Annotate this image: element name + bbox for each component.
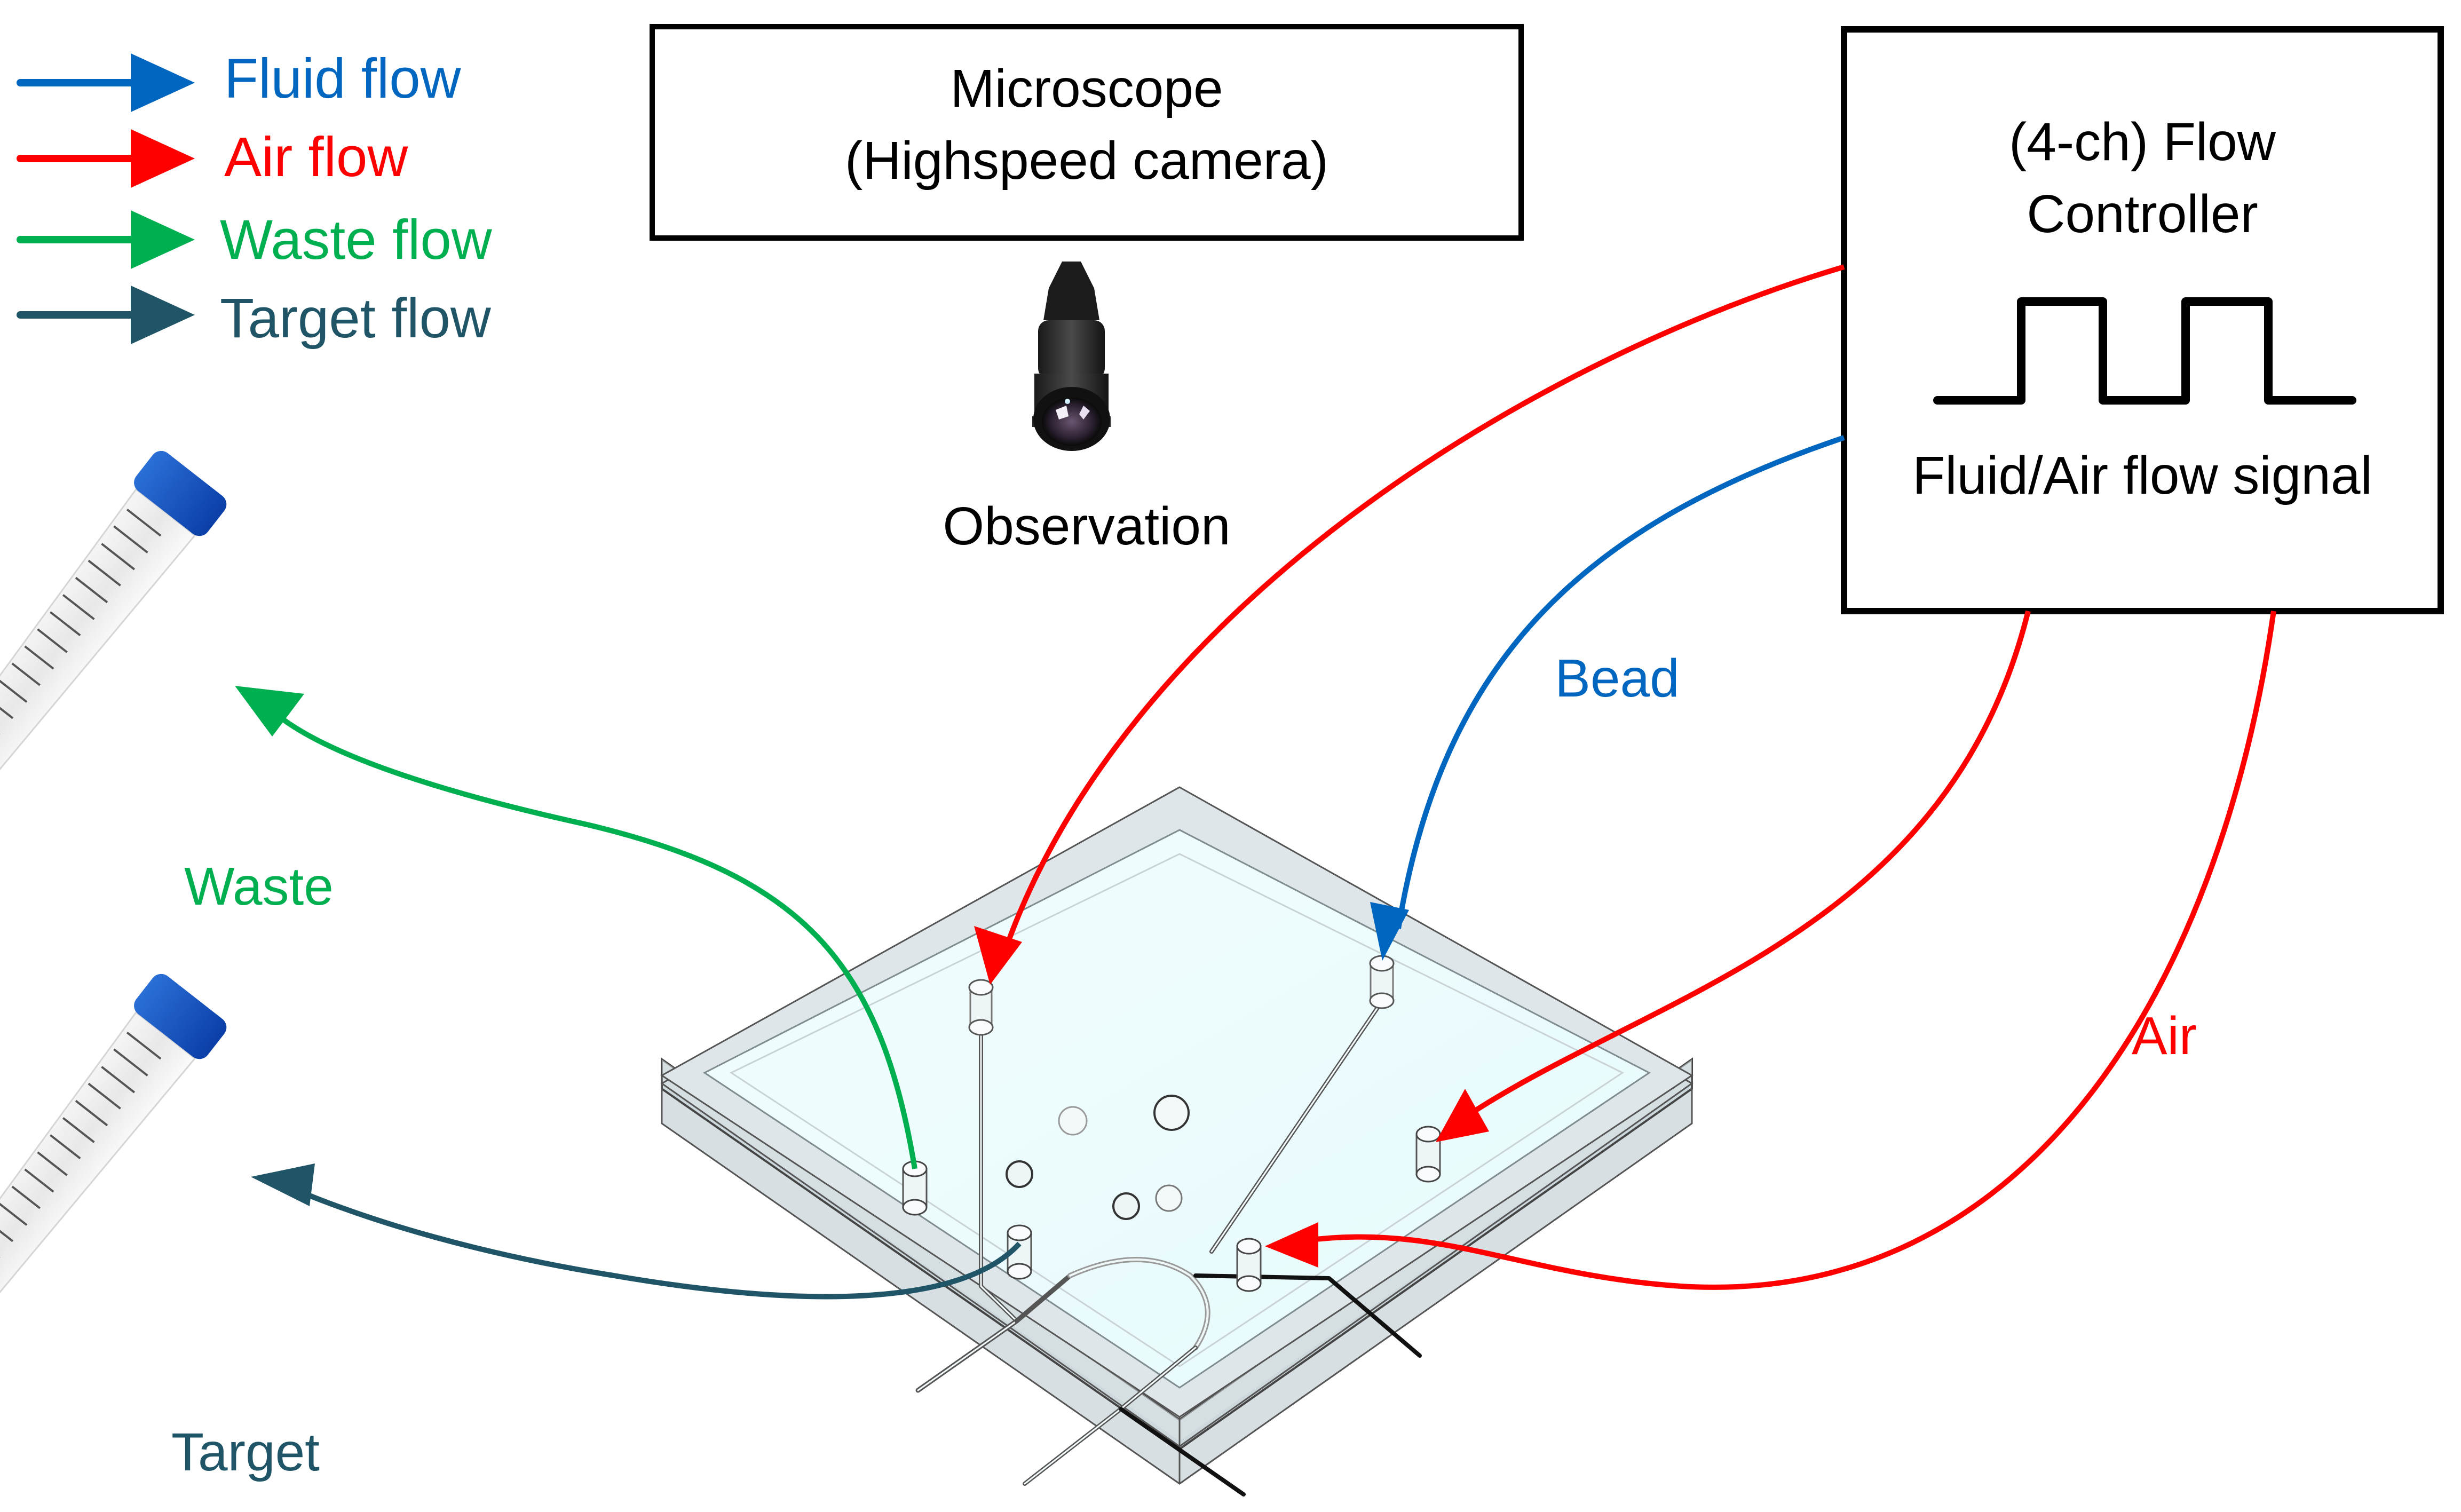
- air-flow-arrow-2: [1436, 610, 2031, 1142]
- waste-arrowhead-icon: [131, 210, 195, 269]
- junction-chamber: [1058, 1106, 1088, 1136]
- target-label: Target: [171, 1422, 320, 1482]
- microscope-box: Microscope (Highspeed camera): [650, 24, 1524, 241]
- square-wave-signal-icon: [1933, 297, 2356, 405]
- camera-icon: [1032, 262, 1111, 451]
- legend-item-fluid: Fluid flow: [17, 48, 462, 112]
- bead-label: Bead: [1555, 648, 1680, 708]
- legend: Fluid flow Air flow Waste flow Target fl…: [17, 48, 493, 350]
- legend-label: Fluid flow: [224, 48, 462, 110]
- air-flow-arrow-3: [1265, 611, 2276, 1290]
- junction-chamber: [1155, 1184, 1183, 1212]
- controller-title: (4-ch) Flow: [2009, 112, 2276, 172]
- legend-label: Target flow: [220, 287, 492, 350]
- port-air-inlet-1: [968, 979, 994, 1036]
- junction-chamber: [1006, 1160, 1033, 1188]
- microscope-title: Microscope: [950, 59, 1223, 118]
- fluid-arrowhead-icon: [131, 53, 195, 112]
- port-target-outlet: [1007, 1224, 1032, 1280]
- observation-label: Observation: [943, 496, 1230, 556]
- junction-chamber: [1153, 1095, 1190, 1131]
- legend-item-target: Target flow: [17, 286, 492, 350]
- legend-item-waste: Waste flow: [17, 209, 493, 271]
- air-flow-arrow-1: [974, 264, 1845, 985]
- waste-tube-icon: [0, 450, 227, 857]
- microfluidic-chip: [660, 786, 1694, 1497]
- legend-label: Air flow: [224, 126, 408, 188]
- target-flow-arrow: [251, 1163, 1022, 1300]
- microscope-subtitle: (Highspeed camera): [845, 131, 1328, 191]
- port-bead-inlet: [1369, 955, 1395, 1009]
- controller-subtitle: Controller: [2027, 184, 2258, 244]
- target-tube-icon: [0, 973, 227, 1380]
- waste-label: Waste: [184, 857, 334, 916]
- legend-item-air: Air flow: [17, 126, 408, 188]
- port-air-inlet-3: [1236, 1238, 1262, 1292]
- flow-controller-box: (4-ch) Flow Controller Fluid/Air flow si…: [1841, 26, 2444, 614]
- port-air-inlet-2: [1415, 1126, 1441, 1183]
- legend-label: Waste flow: [220, 209, 493, 271]
- air-arrowhead-icon: [131, 129, 195, 188]
- target-arrowhead-icon: [131, 286, 195, 344]
- fluid-flow-arrow-bead: [1370, 435, 1845, 961]
- air-label: Air: [2132, 1006, 2197, 1066]
- port-waste-outlet: [902, 1160, 928, 1216]
- junction-chamber: [1112, 1192, 1140, 1220]
- channel-network: [915, 999, 1422, 1497]
- waste-flow-arrow: [235, 686, 917, 1169]
- signal-label: Fluid/Air flow signal: [1912, 446, 2372, 505]
